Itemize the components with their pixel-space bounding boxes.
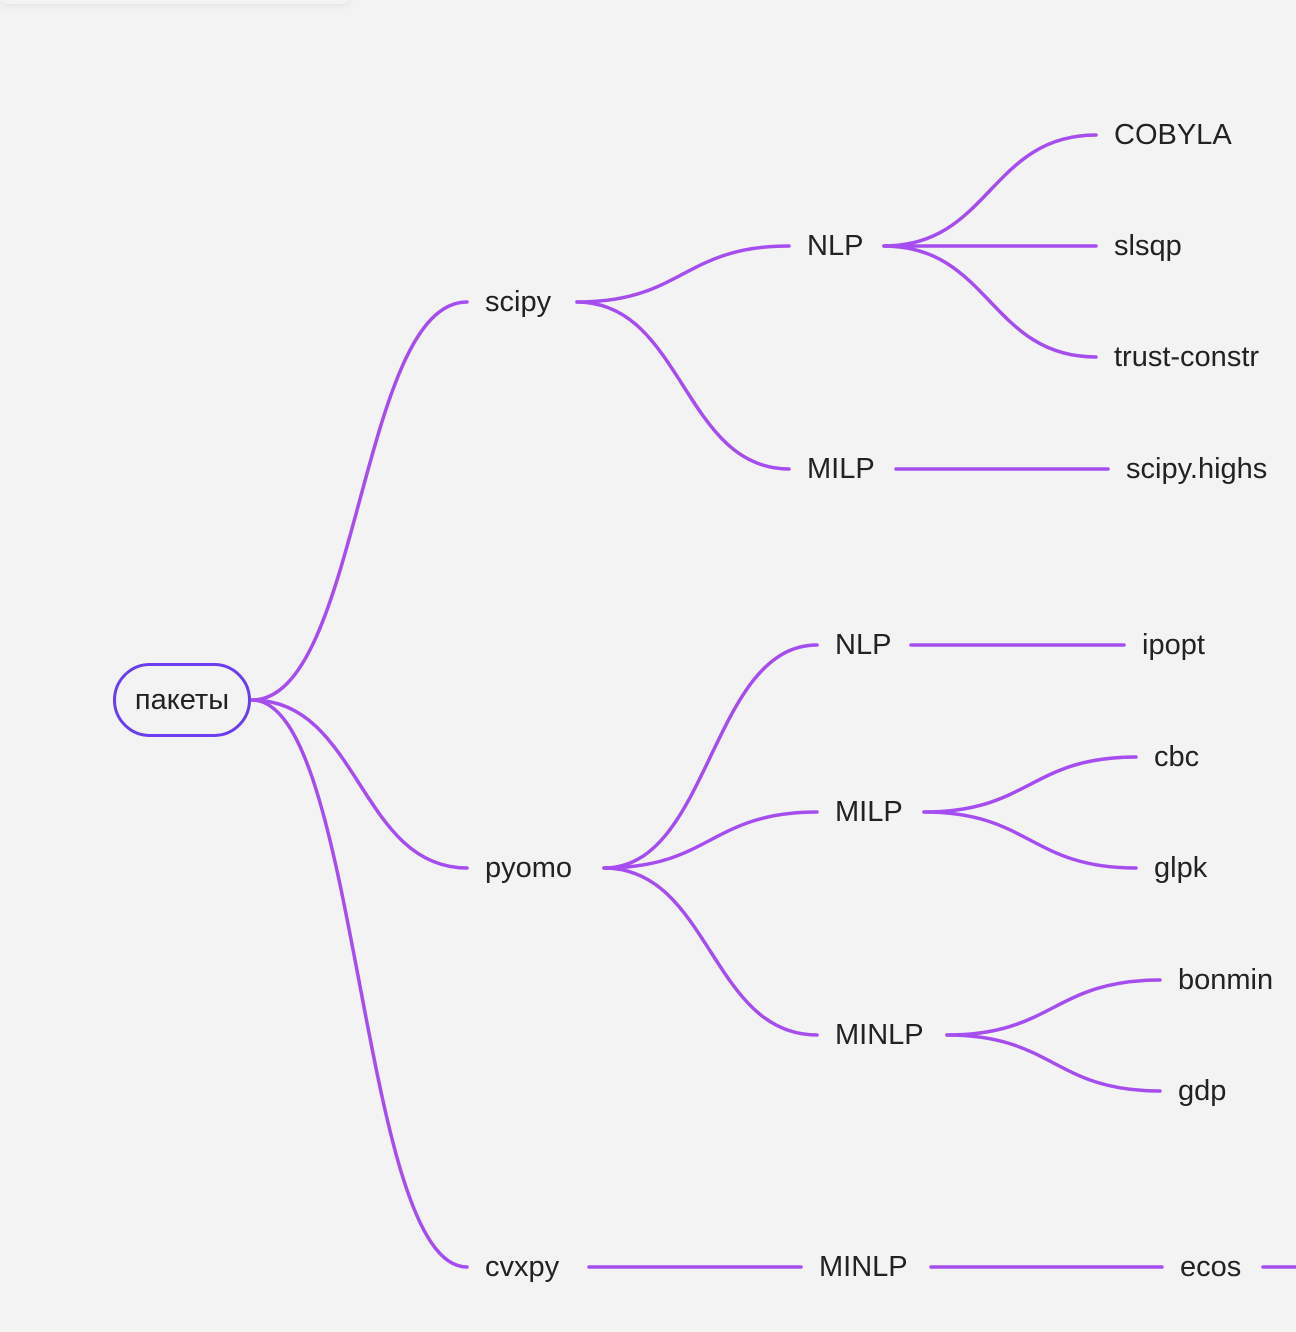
node-pyomo-nlp[interactable]: NLP — [835, 629, 892, 661]
node-scipy-milp[interactable]: MILP — [807, 453, 875, 485]
node-cobyla[interactable]: COBYLA — [1114, 119, 1232, 151]
node-trust-constr[interactable]: trust-constr — [1114, 341, 1260, 373]
toolbar-edge — [0, 0, 350, 4]
edge-pyomo-pyomo-nlp — [602, 643, 819, 870]
root-node[interactable]: пакеты — [113, 663, 251, 737]
node-scipy-highs[interactable]: scipy.highs — [1126, 453, 1268, 485]
edge-pyomo-minlp-gdp — [945, 1033, 1162, 1093]
edge-pyomo-pyomo-minlp — [602, 866, 819, 1037]
node-pyomo[interactable]: pyomo — [485, 852, 573, 884]
node-cvxpy[interactable]: cvxpy — [485, 1251, 560, 1283]
node-pyomo-milp[interactable]: MILP — [835, 796, 903, 828]
edge-scipy-nlp-trust-constr — [882, 244, 1098, 359]
edge-root-pyomo — [250, 698, 469, 870]
node-pyomo-minlp[interactable]: MINLP — [835, 1019, 924, 1051]
node-slsqp[interactable]: slsqp — [1114, 230, 1182, 262]
edge-pyomo-milp-cbc — [922, 755, 1138, 814]
edge-scipy-scipy-nlp — [575, 244, 791, 304]
edge-root-scipy — [250, 300, 469, 702]
node-bonmin[interactable]: bonmin — [1178, 964, 1274, 996]
node-ipopt[interactable]: ipopt — [1142, 629, 1205, 661]
root-node-label: пакеты — [134, 683, 230, 716]
edge-pyomo-minlp-bonmin — [945, 978, 1162, 1037]
node-ecos[interactable]: ecos — [1180, 1251, 1242, 1283]
node-cbc[interactable]: cbc — [1154, 741, 1200, 773]
edge-pyomo-milp-glpk — [922, 810, 1138, 870]
edge-pyomo-pyomo-milp — [602, 810, 819, 870]
edge-scipy-nlp-cobyla — [882, 133, 1098, 248]
node-scipy-nlp[interactable]: NLP — [807, 230, 864, 262]
node-gdp[interactable]: gdp — [1178, 1075, 1227, 1107]
edge-scipy-scipy-milp — [575, 300, 791, 471]
edge-root-cvxpy — [250, 698, 469, 1269]
node-scipy[interactable]: scipy — [485, 286, 552, 318]
node-cvxpy-minlp[interactable]: MINLP — [819, 1251, 908, 1283]
node-glpk[interactable]: glpk — [1154, 852, 1208, 884]
